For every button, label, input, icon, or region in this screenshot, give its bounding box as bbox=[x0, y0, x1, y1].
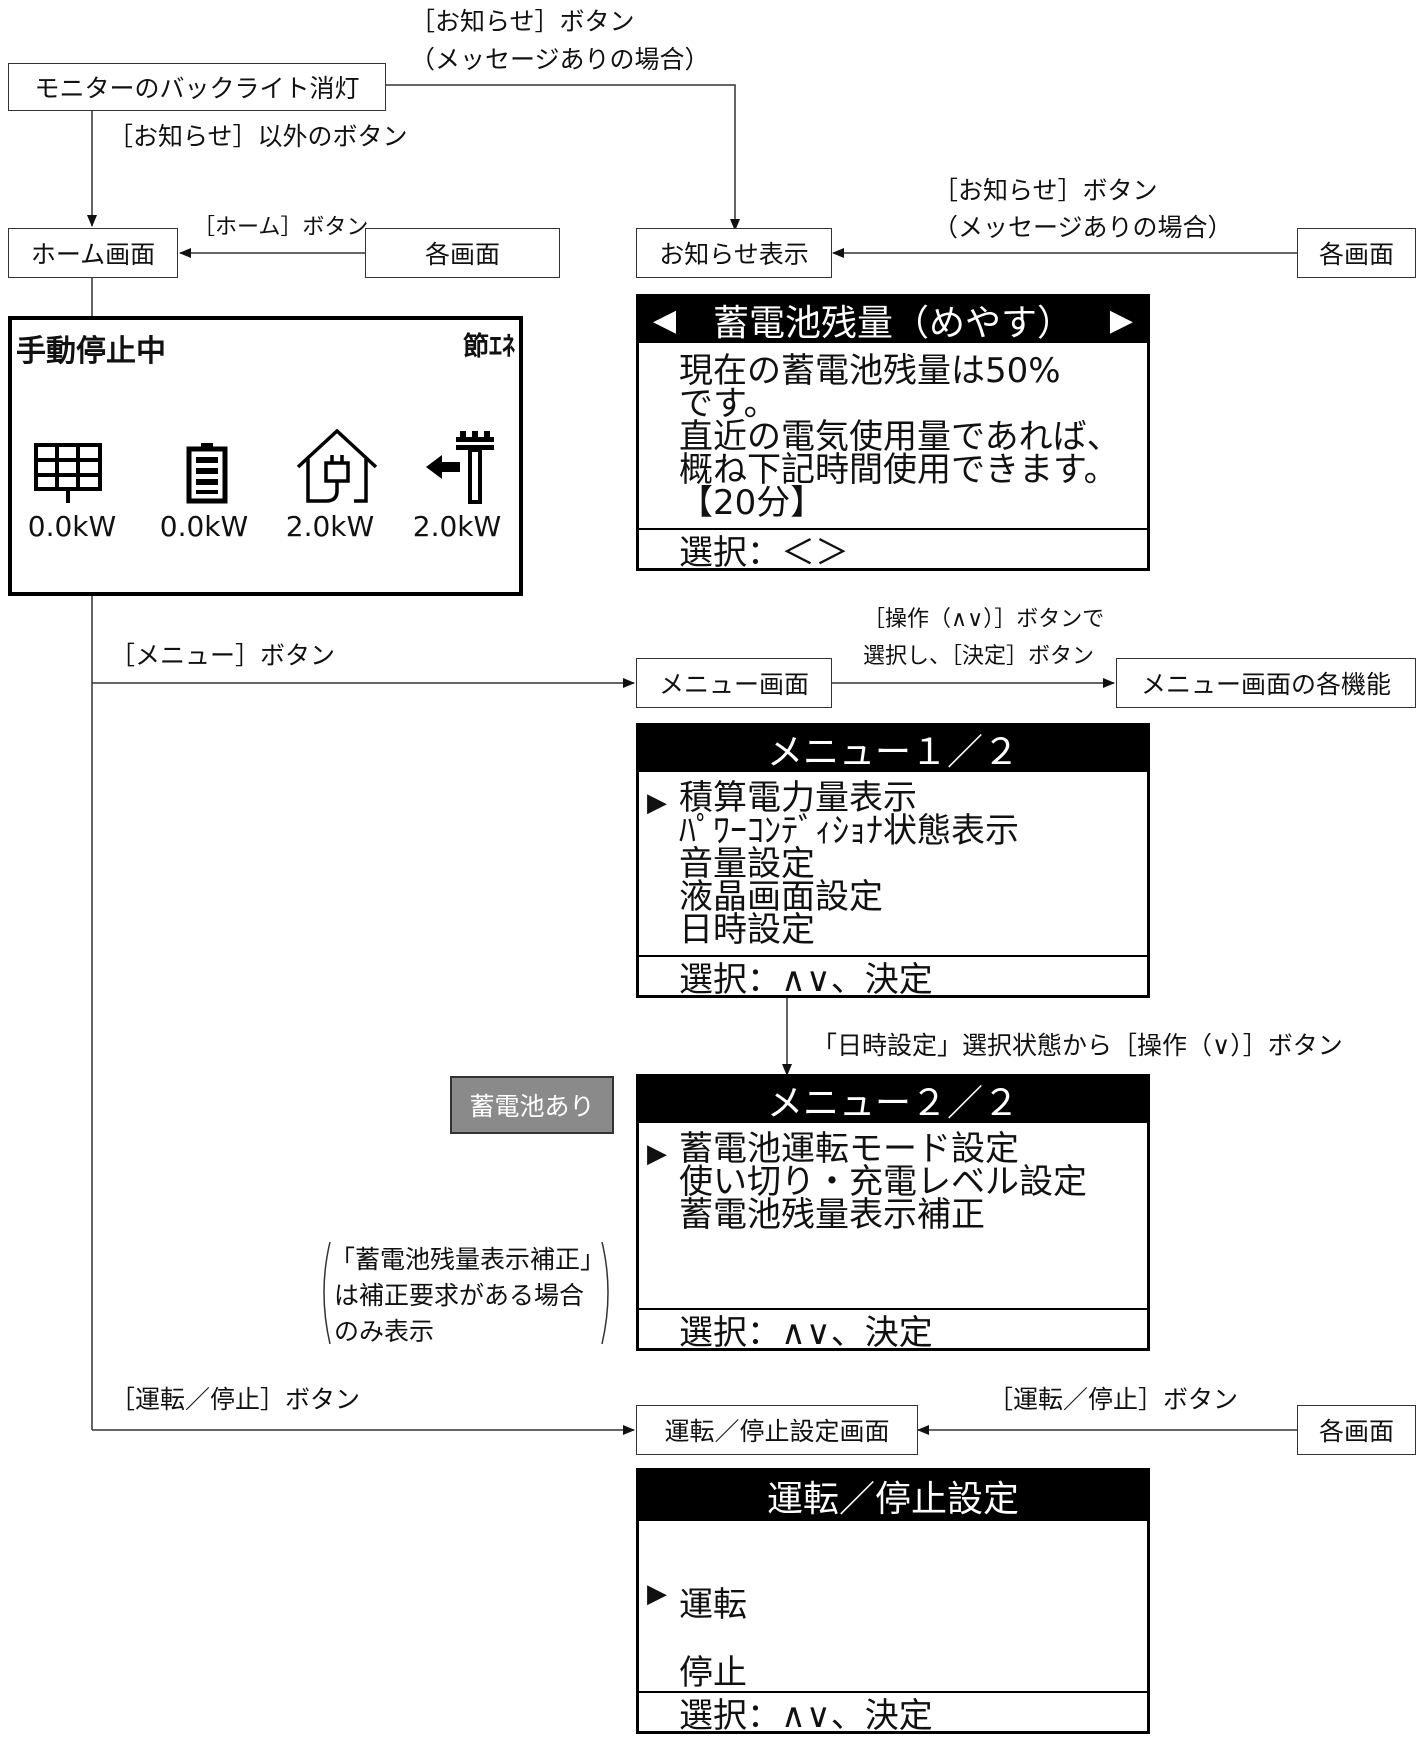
home-value-house: 2.0kW bbox=[285, 510, 375, 543]
label-datetime-to-next: 「日時設定」選択状態から［操作（∨）］ボタン bbox=[812, 1031, 1343, 1060]
label-other-than-notice: ［お知らせ］以外のボタン bbox=[108, 122, 408, 151]
label-run-stop-btn-left: ［運転／停止］ボタン bbox=[110, 1385, 361, 1414]
notice-line: 直近の電気使用量であれば、 bbox=[679, 417, 1121, 457]
menu2-list: 蓄電池運転モード設定 使い切り・充電レベル設定 蓄電池残量表示補正 bbox=[639, 1129, 1147, 1235]
menu1-header: メニュー１／２ bbox=[639, 726, 1147, 773]
menu-item-volume[interactable]: 音量設定 bbox=[679, 844, 815, 884]
power-pole-icon bbox=[426, 431, 494, 504]
prev-arrow-icon[interactable]: ◀ bbox=[653, 302, 677, 338]
selection-cursor-icon: ▶ bbox=[647, 1579, 667, 1609]
battery-icon bbox=[186, 443, 228, 504]
label-note-3: のみ表示 bbox=[334, 1317, 435, 1346]
label-notice-btn-right-1: ［お知らせ］ボタン bbox=[933, 176, 1158, 205]
menu-screen-node[interactable]: メニュー画面 bbox=[636, 658, 832, 708]
notice-line: 現在の蓄電池残量は50% bbox=[679, 351, 1061, 391]
solar-panel-icon bbox=[34, 443, 102, 503]
label-note-2: は補正要求がある場合 bbox=[334, 1281, 585, 1310]
notice-line: 概ね下記時間使用できます。 bbox=[679, 450, 1118, 490]
menu-item-datetime[interactable]: 日時設定 bbox=[679, 910, 815, 950]
notice-screen-footer: 選択：＜＞ bbox=[639, 528, 1147, 568]
menu-item-pcs-status[interactable]: ﾊﾟﾜｰｺﾝﾃﾞｨｼｮﾅ状態表示 bbox=[679, 811, 1019, 851]
label-op-select-1: ［操作（∧∨）］ボタンで bbox=[863, 607, 1105, 632]
menu2-screen-display: メニュー２／２ ▶ 蓄電池運転モード設定 使い切り・充電レベル設定 蓄電池残量表… bbox=[636, 1074, 1150, 1351]
notice-screen-header: ◀ 蓄電池残量（めやす） ▶ bbox=[639, 297, 1147, 344]
runstop-header: 運転／停止設定 bbox=[639, 1471, 1147, 1521]
each-screen-node-runstop: 各画面 bbox=[1297, 1405, 1416, 1455]
note-left-paren bbox=[323, 1241, 331, 1345]
menu-item-charge-level[interactable]: 使い切り・充電レベル設定 bbox=[679, 1162, 1087, 1202]
each-screen-node-home: 各画面 bbox=[365, 228, 560, 278]
runstop-footer: 選択：∧∨、決定 bbox=[639, 1691, 1147, 1731]
notice-line: です。 bbox=[679, 384, 778, 424]
notice-screen-title: 蓄電池残量（めやす） bbox=[712, 303, 1073, 344]
battery-present-tag: 蓄電池あり bbox=[450, 1076, 614, 1134]
menu2-header: メニュー２／２ bbox=[639, 1077, 1147, 1124]
menu1-list: 積算電力量表示 ﾊﾟﾜｰｺﾝﾃﾞｨｼｮﾅ状態表示 音量設定 液晶画面設定 日時設… bbox=[639, 778, 1147, 950]
wire-backlight-to-notice bbox=[386, 84, 740, 231]
home-screen-display: 手動停止中 節ｴﾈ 0 bbox=[8, 316, 523, 596]
notice-display-node[interactable]: お知らせ表示 bbox=[636, 228, 832, 278]
menu-functions-node: メニュー画面の各機能 bbox=[1116, 658, 1416, 708]
next-arrow-icon[interactable]: ▶ bbox=[1109, 302, 1133, 338]
menu1-screen-display: メニュー１／２ ▶ 積算電力量表示 ﾊﾟﾜｰｺﾝﾃﾞｨｼｮﾅ状態表示 音量設定 … bbox=[636, 723, 1150, 998]
home-value-grid: 2.0kW bbox=[412, 510, 502, 543]
notice-screen-display: ◀ 蓄電池残量（めやす） ▶ 現在の蓄電池残量は50% です。 直近の電気使用量… bbox=[636, 294, 1150, 571]
home-value-battery: 0.0kW bbox=[159, 510, 249, 543]
runstop-screen-display: 運転／停止設定 ▶ 運転 停止 選択：∧∨、決定 bbox=[636, 1468, 1150, 1734]
each-screen-node-notice: 各画面 bbox=[1297, 228, 1416, 278]
home-screen-node[interactable]: ホーム画面 bbox=[8, 228, 178, 278]
label-note-1: 「蓄電池残量表示補正」 bbox=[330, 1245, 606, 1274]
label-notice-btn-top-2: （メッセージありの場合） bbox=[410, 45, 710, 74]
menu-item-lcd[interactable]: 液晶画面設定 bbox=[679, 877, 883, 917]
notice-line: 【20分】 bbox=[679, 483, 825, 523]
home-status-text: 手動停止中 bbox=[16, 334, 166, 369]
label-menu-btn: ［メニュー］ボタン bbox=[110, 641, 336, 670]
run-stop-screen-node[interactable]: 運転／停止設定画面 bbox=[636, 1405, 918, 1455]
menu-item-cumulative-power[interactable]: 積算電力量表示 bbox=[679, 778, 917, 818]
home-mode-text: 節ｴﾈ bbox=[462, 332, 515, 362]
runstop-list: 運転 停止 bbox=[639, 1571, 1147, 1707]
selection-cursor-icon: ▶ bbox=[647, 1139, 667, 1169]
runstop-item-stop[interactable]: 停止 bbox=[679, 1653, 747, 1693]
menu-item-battery-mode[interactable]: 蓄電池運転モード設定 bbox=[679, 1129, 1019, 1169]
runstop-item-run[interactable]: 運転 bbox=[679, 1585, 747, 1625]
house-plug-icon bbox=[296, 428, 378, 503]
note-right-paren bbox=[601, 1241, 609, 1345]
menu-item-battery-correction[interactable]: 蓄電池残量表示補正 bbox=[679, 1195, 985, 1235]
label-notice-btn-top-1: ［お知らせ］ボタン bbox=[410, 7, 635, 36]
menu2-footer: 選択：∧∨、決定 bbox=[639, 1308, 1147, 1348]
menu1-footer: 選択：∧∨、決定 bbox=[639, 955, 1147, 995]
backlight-off-node: モニターのバックライト消灯 bbox=[8, 63, 386, 111]
notice-screen-body: 現在の蓄電池残量は50% です。 直近の電気使用量であれば、 概ね下記時間使用で… bbox=[639, 351, 1147, 523]
label-home-btn: ［ホーム］ボタン bbox=[193, 215, 369, 240]
label-notice-btn-right-2: （メッセージありの場合） bbox=[933, 213, 1233, 242]
selection-cursor-icon: ▶ bbox=[647, 788, 667, 818]
label-op-select-2: 選択し、［決定］ボタン bbox=[863, 644, 1095, 669]
label-run-stop-btn-right: ［運転／停止］ボタン bbox=[988, 1385, 1239, 1414]
home-value-solar: 0.0kW bbox=[27, 510, 117, 543]
